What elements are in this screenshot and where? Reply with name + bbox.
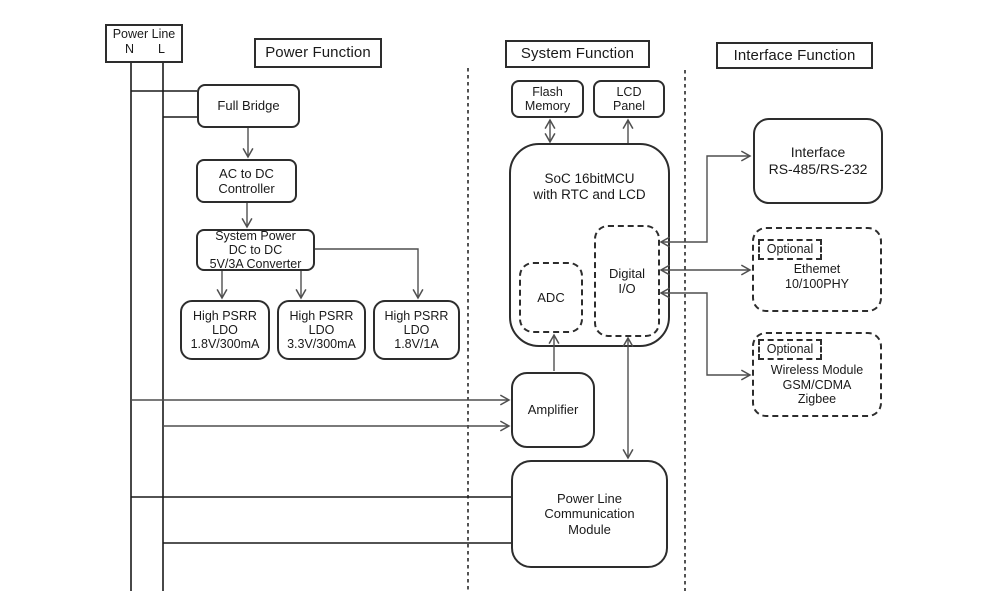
optional-badge-label: Optional [766,242,814,257]
ldo-1v8-1a-block: High PSRR LDO 1.8V/1A [373,300,460,360]
block-text-line: LCD [616,84,642,99]
optional-badge: Optional [758,239,822,260]
optional-badge-label: Optional [766,342,814,357]
block-text-line: System Power [215,228,296,243]
block-text: Ethemet 10/100PHY [754,262,880,293]
ethernet-phy-block: Optional Ethemet 10/100PHY [752,227,882,312]
interface-function-section-label: Interface Function [716,42,873,69]
block-text-line: LDO [403,322,430,337]
adc-block: ADC [519,262,583,333]
block-text-line: Amplifier [527,402,579,418]
amplifier-block: Amplifier [511,372,595,448]
block-text-line: Controller [218,181,275,196]
block-text-line: Communication [544,506,635,522]
lcd-panel-block: LCD Panel [593,80,665,118]
block-text-line: ADC [537,289,565,305]
power-function-section-label: Power Function [254,38,382,68]
rs485-rs232-interface-block: Interface RS-485/RS-232 [753,118,883,204]
block-text-line: Module [568,521,611,537]
block-text-line: with RTC and LCD [533,186,646,202]
block-text-line: Full Bridge [217,98,280,114]
ldo-3v3-300ma-block: High PSRR LDO 3.3V/300mA [277,300,366,360]
block-text-line: Ethemet [793,262,841,276]
ldo-1v8-300ma-block: High PSRR LDO 1.8V/300mA [180,300,270,360]
section-label-text: Interface Function [733,46,856,64]
full-bridge-block: Full Bridge [197,84,300,128]
block-text-line: High PSRR [384,308,449,323]
block-text-line: 10/100PHY [785,277,849,292]
block-text-line: High PSRR [289,308,354,323]
block-text-line: 1.8V/1A [394,337,439,352]
block-text-line: AC to DC [219,165,274,181]
plc-module-block: Power Line Communication Module [511,460,668,568]
neutral-terminal-label: N [125,41,135,56]
live-terminal-label: L [158,41,165,56]
system-power-converter-block: System Power DC to DC 5V/3A Converter [196,229,315,271]
power-line-source-block: Power Line N L [105,24,183,63]
block-text: Wireless Module GSM/CDMA Zigbee [754,363,880,407]
block-text-line: Flash [532,84,563,99]
block-text-line: Digital [608,265,646,281]
block-text-line: 1.8V/300mA [190,337,260,352]
block-text-line: 3.3V/300mA [287,337,356,352]
block-text-line: 5V/3A Converter [209,257,302,272]
digital-io-block: Digital I/O [594,225,660,337]
block-text-line: Power Line [556,491,623,506]
ac-dc-controller-block: AC to DC Controller [196,159,297,203]
block-text-line: Interface [790,144,846,161]
block-text-line: Memory [524,99,571,113]
section-label-text: Power Function [265,44,371,62]
block-text-line: Panel [613,99,645,113]
block-text-line: I/O [618,281,636,296]
block-text-line: SoC 16bitMCU [544,171,635,186]
block-text-line: RS-485/RS-232 [768,161,868,177]
block-text-line: Zigbee [797,392,837,406]
wireless-module-block: Optional Wireless Module GSM/CDMA Zigbee [752,332,882,417]
block-text-line: Wireless Module [770,363,864,377]
block-text-line: LDO [212,322,238,337]
section-label-text: System Function [520,45,635,63]
block-text-line: GSM/CDMA [782,377,852,392]
power-line-terminals: N L [107,42,181,57]
block-text-line: LDO [308,322,335,337]
optional-badge: Optional [758,339,822,360]
block-text-line: Power Line [112,27,176,41]
system-function-section-label: System Function [505,40,650,68]
block-text-line: DC to DC [228,242,283,257]
flash-memory-block: Flash Memory [511,80,584,118]
block-text-line: High PSRR [193,308,257,323]
